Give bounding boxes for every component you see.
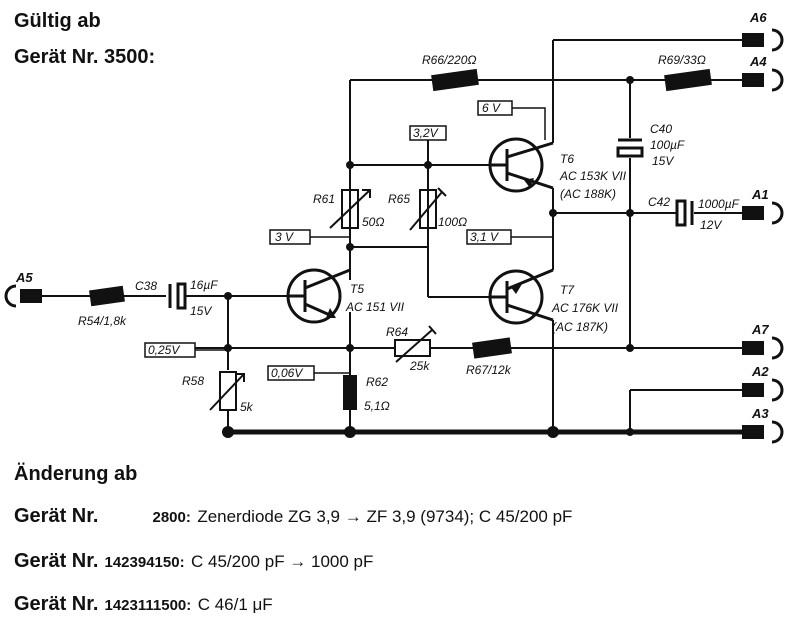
validity-title: Gültig ab [14,10,101,32]
label-r64-value: 25k [409,359,430,373]
terminal-a6 [742,33,764,47]
capacitor-c42-plate-a [675,199,687,227]
change-row-2: Gerät Nr. 142394150: C 45/200 pF → 1000 p… [14,550,373,573]
fixed-resistors [89,68,712,410]
capacitor-c40-plate-b [616,146,644,158]
voltage-3v: 3 V [275,230,294,244]
resistor-r64 [394,339,431,357]
terminal-a2 [742,383,764,397]
change-row-3: Gerät Nr. 1423111500: C 46/1 μF [14,593,273,616]
label-c40: C40 [650,122,672,136]
label-t6-type: AC 153K VII [559,169,627,183]
label-r69: R69/33Ω [658,53,706,67]
changes-title: Änderung ab [14,463,138,485]
resistor-r61 [341,189,359,229]
label-t6-alt: (AC 188K) [560,187,616,201]
label-a7: A7 [751,322,769,337]
label-r65: R65 [388,192,410,206]
capacitors [168,138,694,310]
change-row-2-text: C 45/200 pF → 1000 pF [191,552,374,571]
terminal-a1 [742,206,764,220]
label-r64: R64 [386,325,408,339]
label-t5-type: AC 151 VII [345,300,405,314]
change-row-1-number: 2800: [152,509,191,526]
voltage-boxes [144,100,513,381]
resistor-r67 [472,337,512,359]
label-c38-value1: 16µF [190,278,218,292]
terminal-a4 [742,73,764,87]
change-row-1: Gerät Nr. 2800: Zenerdiode ZG 3,9 → ZF 3,… [14,505,572,528]
change-row-3-number: 1423111500: [104,597,192,614]
voltage-leaders [195,107,553,374]
label-r54: R54/1,8k [78,314,127,328]
change-row-1-label: Gerät Nr. [14,505,99,527]
label-r61-value: 50Ω [362,215,384,229]
terminal-a7 [742,341,764,355]
terminal-a3 [742,425,764,439]
voltage-3-1v: 3,1 V [470,230,499,244]
capacitor-c38-plate-b [176,282,187,310]
label-r62-value: 5,1Ω [364,399,390,413]
resistor-r65 [419,189,437,229]
change-row-1-text: Zenerdiode ZG 3,9 → ZF 3,9 (9734); C 45/… [197,507,573,526]
label-r65-value: 100Ω [438,215,467,229]
terminal-a5 [20,289,42,303]
resistor-r54 [89,285,125,307]
change-row-3-label: Gerät Nr. [14,593,99,615]
wires [42,39,742,435]
resistor-r58 [219,371,237,411]
label-r66: R66/220Ω [422,53,477,67]
label-r67: R67/12k [466,363,512,377]
label-c40-value1: 100µF [650,138,685,152]
label-c42: C42 [648,195,670,209]
label-c38-value2: 15V [190,304,212,318]
resistor-r62 [343,375,357,410]
label-r61: R61 [313,192,335,206]
label-c40-value2: 15V [652,154,674,168]
label-t7: T7 [560,283,575,297]
label-t7-alt: (AC 187K) [552,320,608,334]
voltage-6v: 6 V [482,101,501,115]
change-row-3-text: C 46/1 μF [197,595,273,614]
label-c42-value1: 1000µF [698,197,740,211]
label-r58: R58 [182,374,204,388]
label-t6: T6 [560,152,574,166]
resistor-r66 [431,68,479,92]
label-a1: A1 [751,187,769,202]
validity-device-number: Gerät Nr. 3500: [14,46,156,68]
change-row-2-label: Gerät Nr. [14,550,99,572]
label-r58-value: 5k [240,400,254,414]
terminal-connectors [4,28,784,444]
resistor-r69 [664,68,712,92]
label-r62: R62 [366,375,388,389]
label-a4: A4 [749,54,767,69]
change-row-2-number: 142394150: [104,554,185,571]
label-a6: A6 [749,10,767,25]
transistors [286,137,554,325]
voltage-0-25v: 0,25V [148,343,180,357]
junctions [222,76,634,438]
label-a2: A2 [751,364,769,379]
label-t5: T5 [350,282,364,296]
label-c42-value2: 12V [700,218,722,232]
label-t7-type: AC 176K VII [551,301,619,315]
variable-resistors [209,187,447,411]
label-c38: C38 [135,279,157,293]
label-a5: A5 [15,270,33,285]
voltage-3-2v: 3,2V [413,126,439,140]
label-a3: A3 [751,406,769,421]
transistor-arrows [326,178,534,318]
voltage-0-06v: 0,06V [271,366,303,380]
